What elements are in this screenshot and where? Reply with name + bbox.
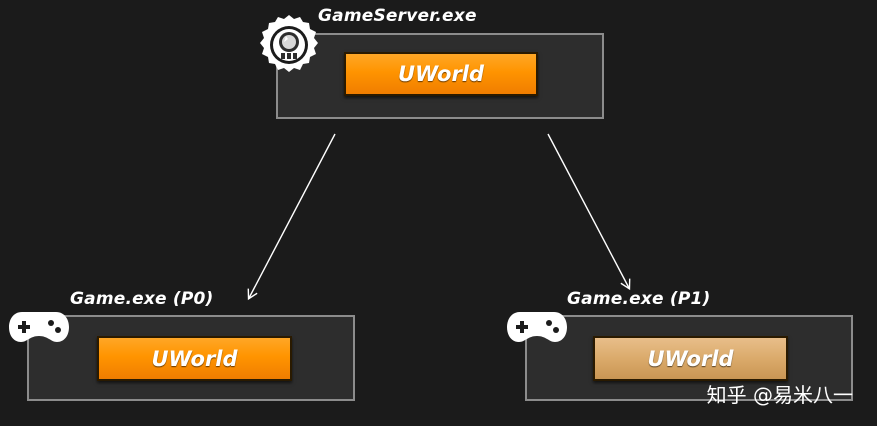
client-p1-box	[525, 315, 853, 401]
server-uworld: UWorld	[344, 52, 538, 96]
client-p0-label: Game.exe (P0)	[70, 289, 214, 309]
client-p1-uworld: UWorld	[593, 336, 788, 381]
arrow-server-to-p1	[547, 133, 631, 291]
server-badge-icon	[258, 14, 320, 76]
gamepad-icon	[506, 309, 568, 345]
arrow-server-to-p0	[247, 133, 336, 301]
watermark: 知乎 @易米八一	[706, 383, 853, 407]
client-p0-uworld: UWorld	[97, 336, 292, 381]
gamepad-icon	[8, 309, 70, 345]
server-process-label: GameServer.exe	[318, 6, 477, 26]
client-p1-label: Game.exe (P1)	[567, 289, 711, 309]
